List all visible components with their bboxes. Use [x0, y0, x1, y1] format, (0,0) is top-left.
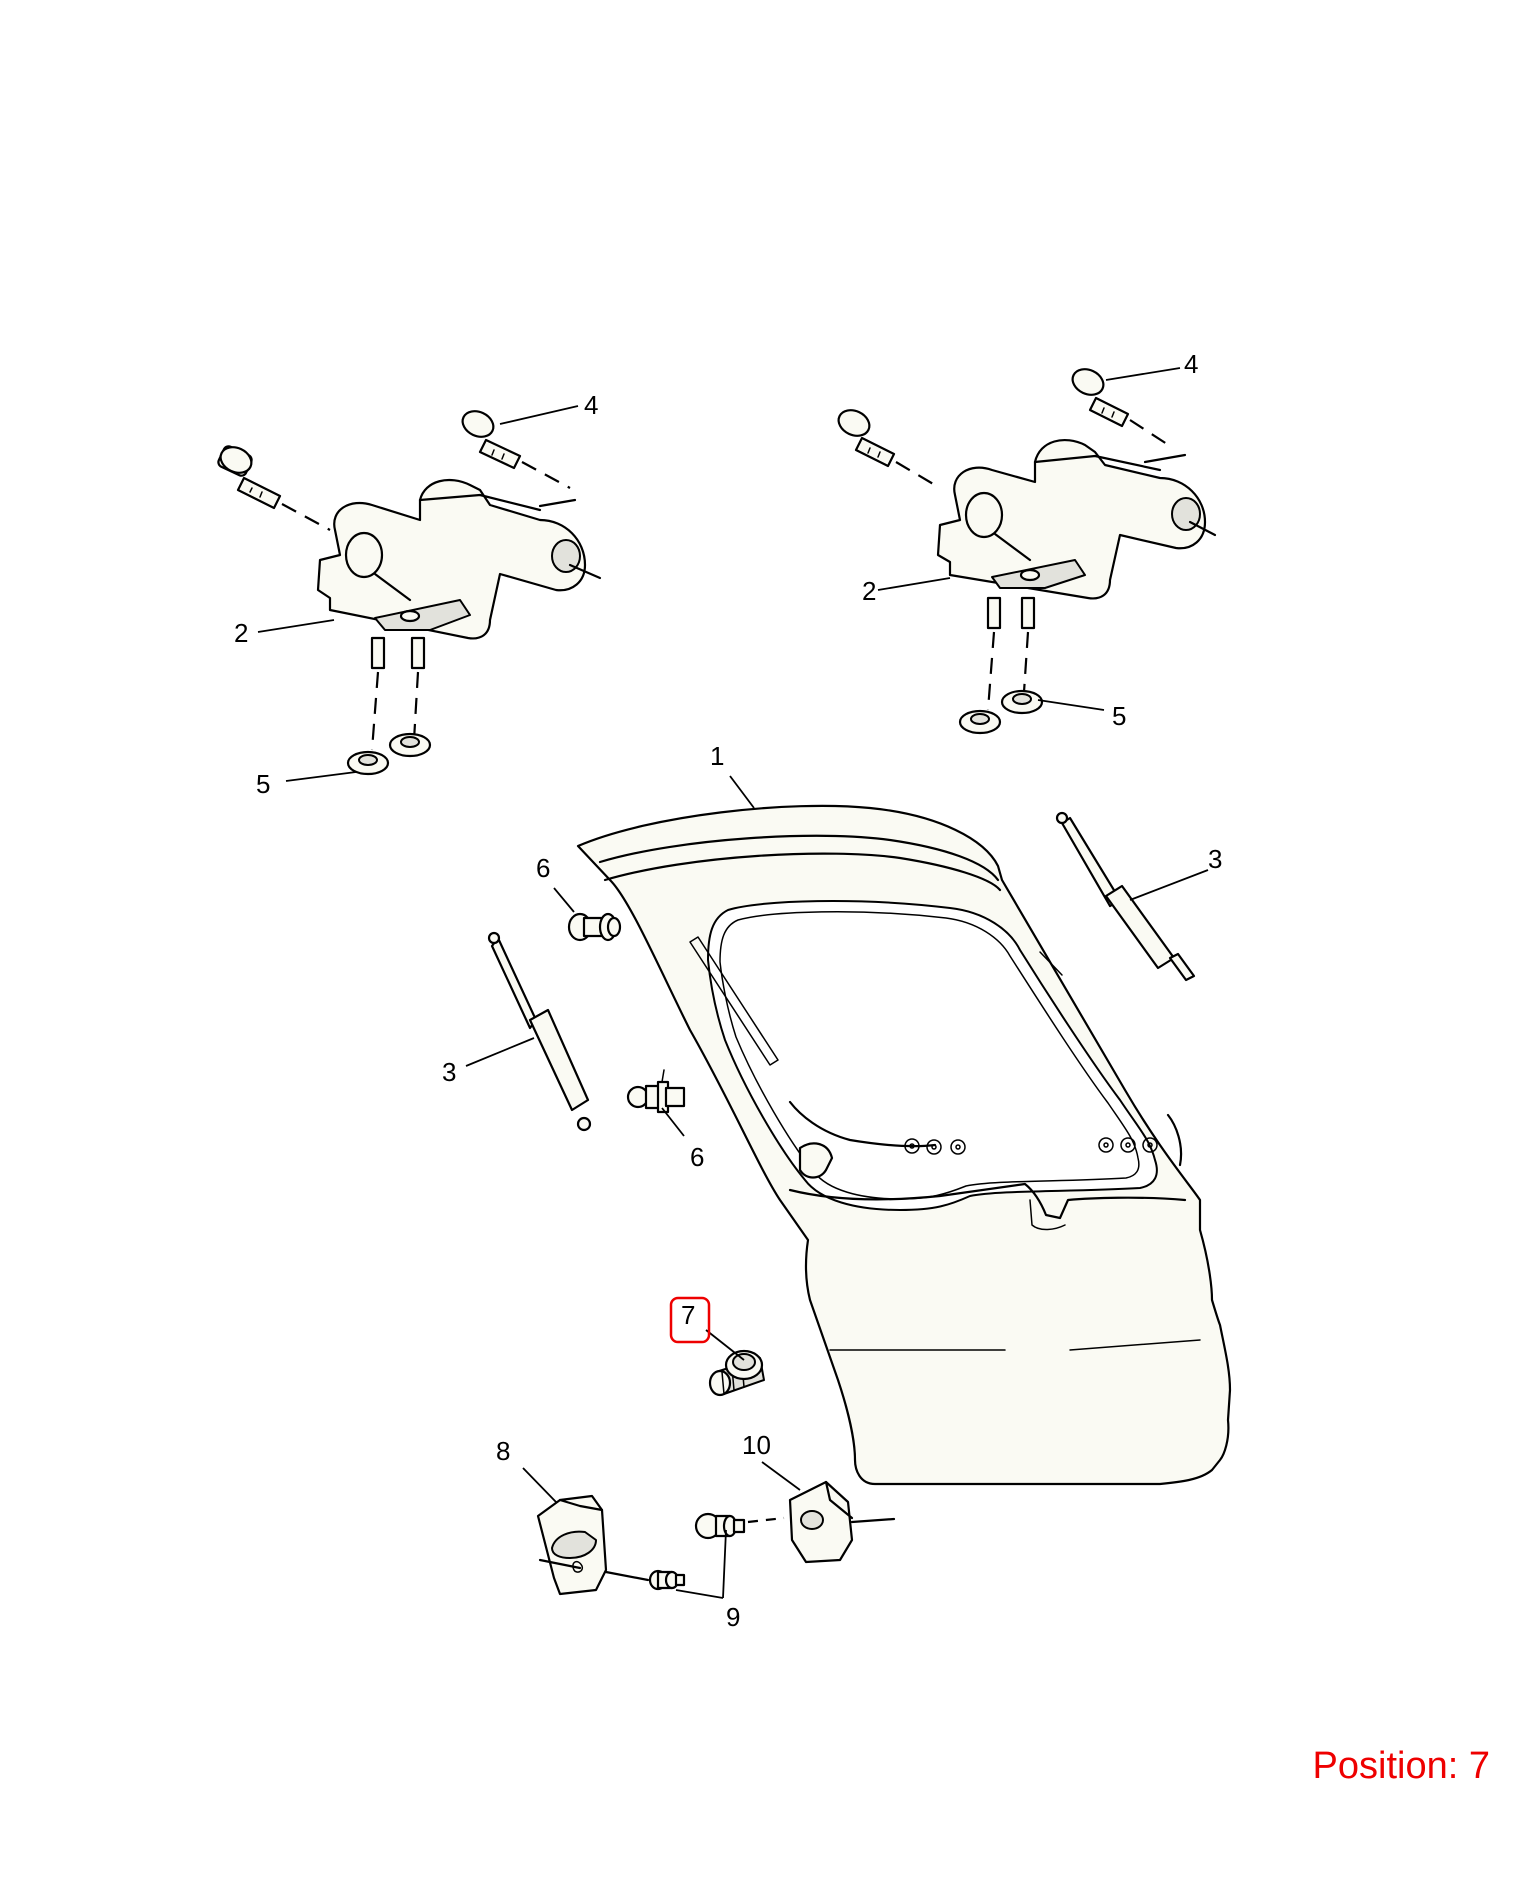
position-indicator: Position: 7 [1312, 1745, 1490, 1787]
gas-strut-left[interactable] [487, 931, 592, 1132]
callout-3-right[interactable]: 3 [1208, 844, 1222, 874]
bolt-part-9-upper[interactable] [694, 1512, 785, 1540]
hinge-bolt-right-a[interactable] [834, 405, 941, 489]
ball-stud-bottom[interactable] [626, 1069, 686, 1114]
liftgate-panel[interactable] [576, 804, 1232, 1486]
callout-5-right[interactable]: 5 [1112, 701, 1126, 731]
hinge-nut-right-a[interactable] [958, 709, 1002, 735]
hinge-right[interactable] [936, 438, 1217, 711]
callout-2-left[interactable]: 2 [234, 618, 248, 648]
callout-2-right[interactable]: 2 [862, 576, 876, 606]
callout-10[interactable]: 10 [742, 1430, 771, 1460]
callout-8[interactable]: 8 [496, 1436, 510, 1466]
hinge-left[interactable] [316, 478, 602, 751]
hinge-bolt-right-b[interactable] [1068, 364, 1171, 447]
hinge-nut-right-b[interactable] [1000, 689, 1044, 715]
callout-6-bottom[interactable]: 6 [690, 1142, 704, 1172]
hinge-bolt-left-a[interactable] [216, 442, 331, 531]
hinge-bolt-left-b[interactable] [458, 406, 571, 489]
bumper-part-10[interactable] [788, 1480, 896, 1564]
callout-labels: 1 2 2 3 3 4 4 5 5 6 6 7 8 9 10 [234, 349, 1222, 1632]
callout-4-left[interactable]: 4 [584, 390, 598, 420]
plug-part-7[interactable] [708, 1349, 765, 1397]
hinge-nut-left-b[interactable] [388, 732, 432, 758]
hinge-assembly-right[interactable] [834, 364, 1217, 735]
hinge-nut-left-a[interactable] [346, 750, 390, 776]
callout-4-right[interactable]: 4 [1184, 349, 1198, 379]
callout-7-highlight [669, 1296, 711, 1344]
hinge-assembly-left[interactable] [216, 406, 602, 776]
callout-3-left[interactable]: 3 [442, 1057, 456, 1087]
callout-7[interactable]: 7 [681, 1300, 695, 1330]
ball-stud-top[interactable] [567, 912, 622, 942]
gas-strut-right[interactable] [1055, 811, 1196, 982]
bolt-part-9-lower[interactable] [648, 1569, 686, 1591]
callout-1[interactable]: 1 [710, 741, 724, 771]
leader-lines [257, 367, 1209, 1599]
callout-5-left[interactable]: 5 [256, 769, 270, 799]
callout-6-top[interactable]: 6 [536, 853, 550, 883]
latch-striker-part-8[interactable] [536, 1494, 650, 1596]
callout-9[interactable]: 9 [726, 1602, 740, 1632]
